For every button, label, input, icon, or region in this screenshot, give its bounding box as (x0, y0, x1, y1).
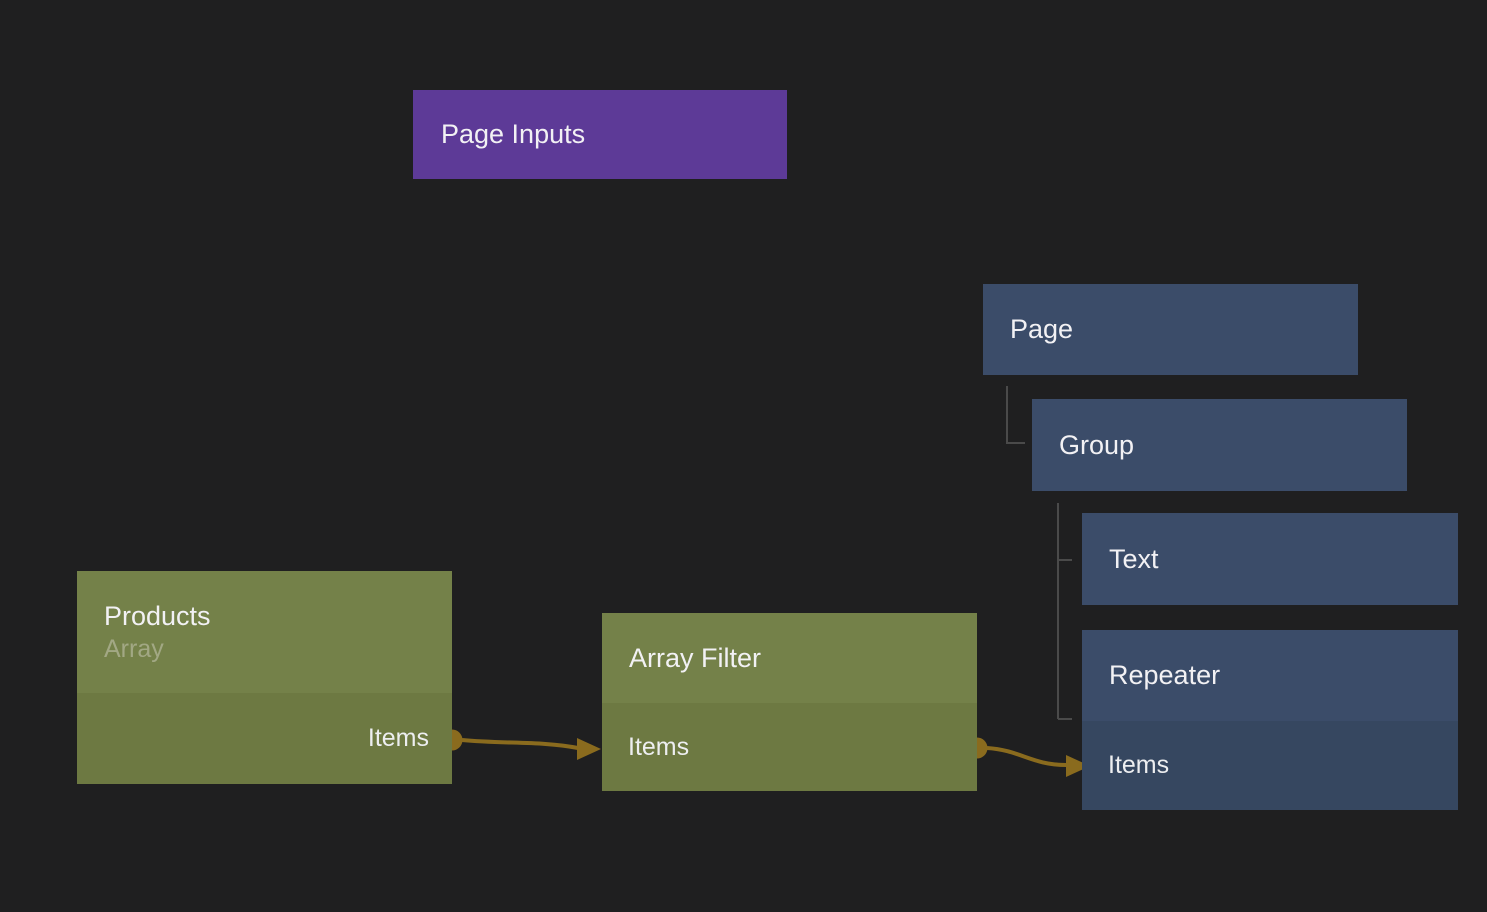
array-filter-header: Array Filter (602, 613, 977, 703)
group-to-children-connector (1057, 503, 1072, 720)
page-to-group-connector (1006, 386, 1025, 444)
repeater-input-label: Items (1108, 751, 1170, 779)
repeater-title: Repeater (1109, 660, 1221, 690)
products-header: Products Array (77, 571, 452, 693)
wire-products-to-array-filter-arrowhead (577, 738, 601, 760)
text-title: Text (1109, 543, 1159, 574)
array-filter-input-label: Items (628, 732, 690, 761)
page-inputs-title: Page Inputs (441, 119, 586, 149)
wire-array-filter-to-repeater[interactable] (986, 746, 1067, 767)
products-title: Products (104, 600, 211, 631)
array-filter-input-row[interactable]: Items (602, 703, 977, 791)
repeater-header: Repeater (1082, 630, 1458, 721)
node-repeater[interactable]: Repeater Items (1082, 630, 1458, 810)
node-text[interactable]: Text (1082, 513, 1458, 605)
products-output-label: Items (367, 724, 429, 752)
node-products[interactable]: Products Array Items (77, 571, 452, 784)
repeater-input-row[interactable]: Items (1082, 721, 1458, 810)
wire-array-filter-to-repeater-arrowhead (1066, 755, 1090, 777)
products-subtitle: Array (104, 634, 164, 663)
node-page-inputs[interactable]: Page Inputs (413, 90, 787, 179)
group-title: Group (1059, 429, 1135, 460)
array-filter-title: Array Filter (629, 642, 762, 673)
wire-products-to-array-filter[interactable] (461, 738, 579, 750)
page-title: Page (1010, 314, 1074, 344)
node-page[interactable]: Page (983, 284, 1358, 375)
node-array-filter[interactable]: Array Filter Items (602, 613, 977, 791)
products-output-row[interactable]: Items (77, 693, 452, 784)
node-group[interactable]: Group (1032, 399, 1407, 491)
